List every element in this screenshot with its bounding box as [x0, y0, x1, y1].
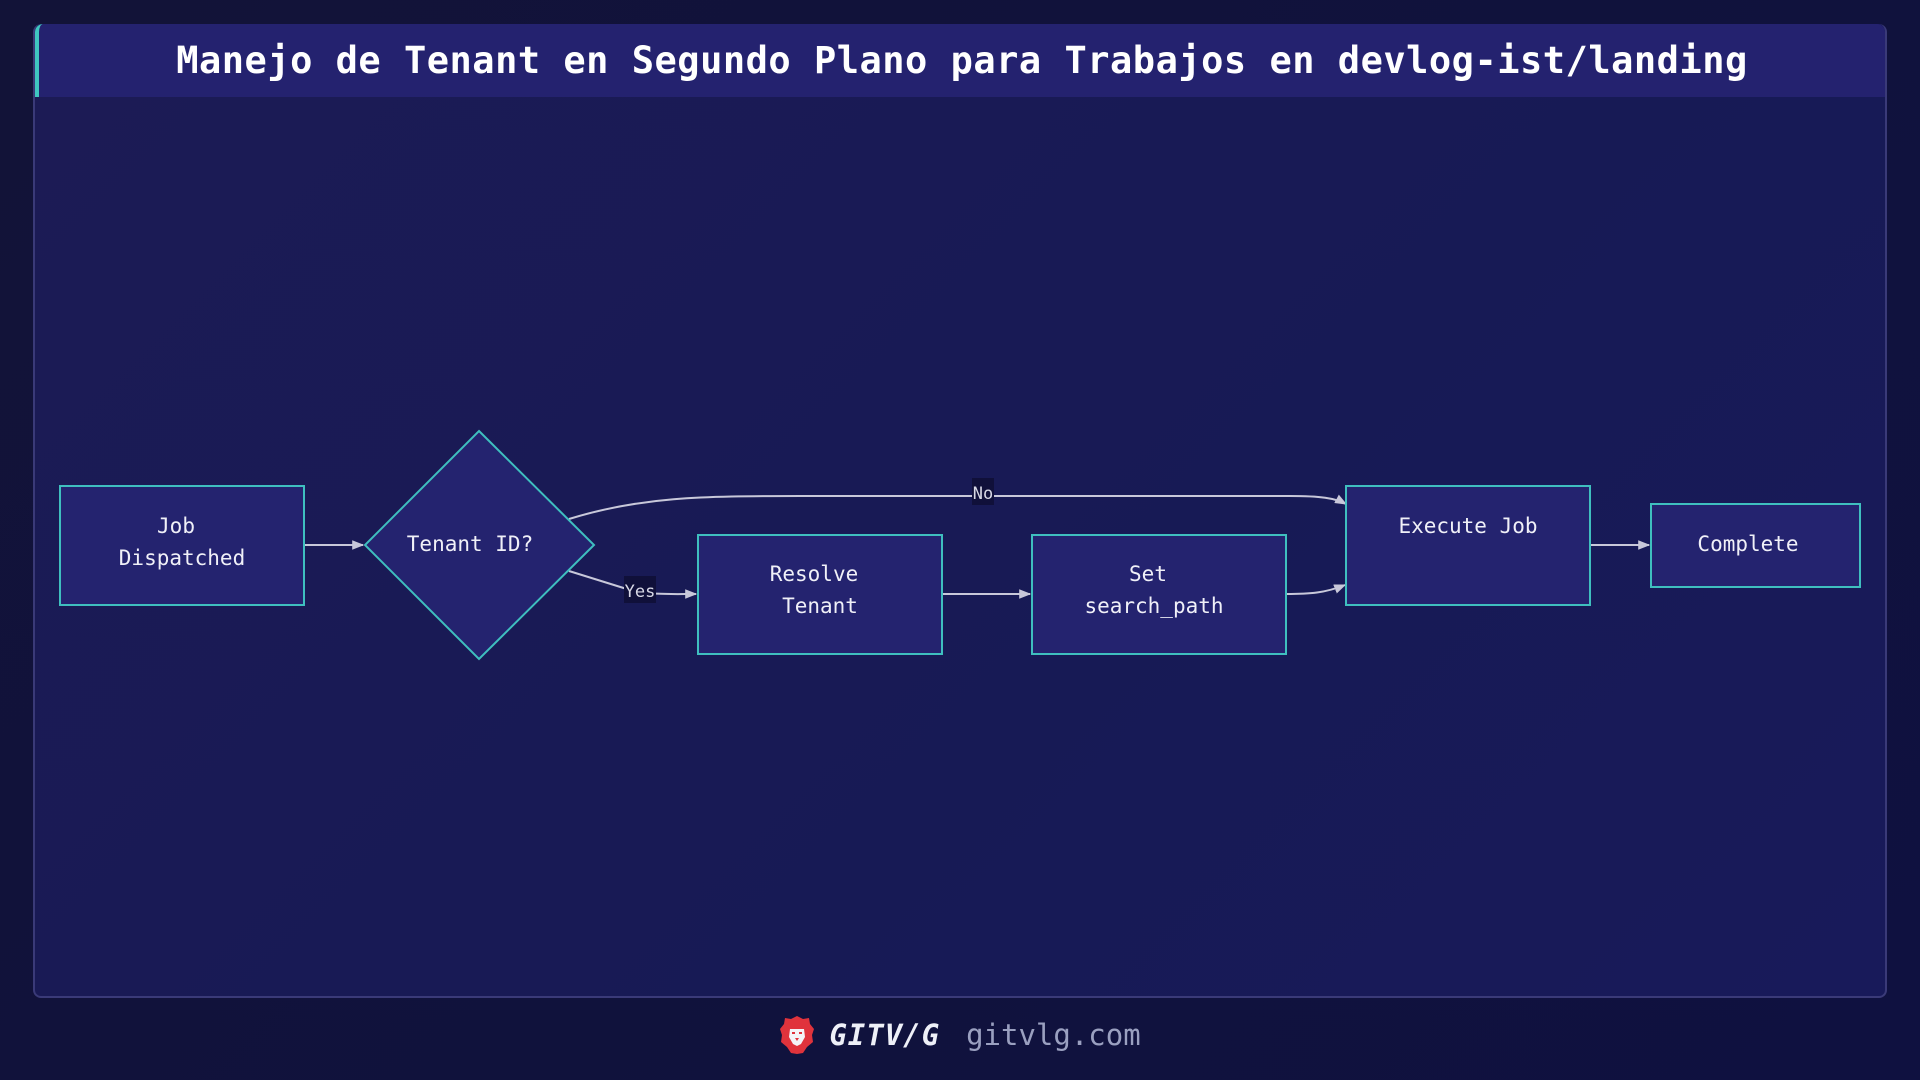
brand-name: GITV/G — [829, 1018, 941, 1052]
node-job-dispatched[interactable]: Job Dispatched — [59, 485, 305, 606]
title-bar: Manejo de Tenant en Segundo Plano para T… — [35, 24, 1885, 97]
node-complete[interactable]: Complete — [1650, 503, 1861, 588]
node-label-line: Tenant — [782, 594, 858, 618]
node-label-line: Execute Job — [1398, 514, 1537, 538]
edge-set-search-path-to-execute-job — [1285, 584, 1347, 595]
node-label-line: Set — [1129, 562, 1167, 586]
footer: GITV/G gitvlg.com — [0, 1010, 1920, 1060]
page-title: Manejo de Tenant en Segundo Plano para T… — [176, 39, 1748, 82]
edge-label-no-text: No — [973, 484, 993, 504]
site-link[interactable]: gitvlg.com — [966, 1018, 1141, 1052]
node-set-search-path[interactable]: Set search_path — [1031, 534, 1287, 655]
edge-tenant-id-no-to-execute-job — [568, 494, 1348, 520]
node-label-line: Dispatched — [119, 546, 245, 570]
edge-label-yes-text: Yes — [625, 582, 656, 602]
node-execute-job[interactable]: Execute Job — [1345, 485, 1591, 606]
node-label-line: search_path — [1084, 594, 1223, 618]
node-label-line: Job — [157, 514, 195, 538]
edge-label-yes: Yes — [624, 576, 656, 603]
node-label-line: Resolve — [770, 562, 859, 586]
node-label-line: Tenant ID? — [407, 532, 533, 556]
node-label-line: Complete — [1697, 532, 1798, 556]
node-resolve-tenant[interactable]: Resolve Tenant — [697, 534, 943, 655]
edge-label-no: No — [972, 478, 994, 505]
node-tenant-id-decision[interactable]: Tenant ID? — [363, 429, 596, 661]
lion-head-icon — [779, 1015, 815, 1055]
